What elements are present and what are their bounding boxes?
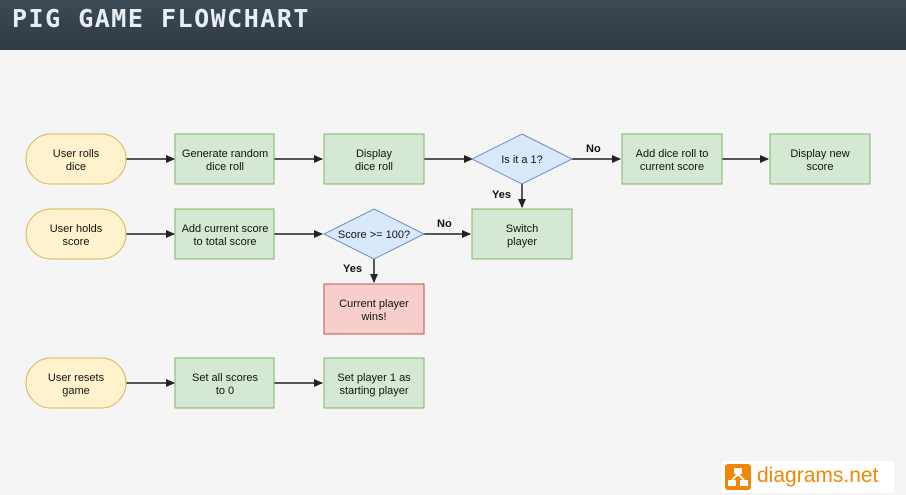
node-set-player-line-1: Set player 1 as [337, 372, 411, 384]
node-score-check-decision: Score >= 100? [322, 208, 426, 260]
node-set-player-line-2: starting player [339, 385, 408, 397]
diagrams-logo-icon [725, 464, 751, 490]
node-set-scores-line-1: Set all scores [192, 372, 259, 384]
edge-label-score-yes: Yes [343, 263, 362, 275]
header-bar: PIG GAME FLOWCHART [0, 0, 906, 50]
node-set-scores-line-2: to 0 [216, 385, 234, 397]
edge-label-isone-no: No [586, 143, 601, 155]
node-display-roll-line-2: dice roll [355, 161, 393, 173]
node-is-one-label: Is it a 1? [501, 154, 543, 166]
edge-label-score-no: No [437, 218, 452, 230]
node-display-score-line-2: score [807, 161, 834, 173]
node-user-resets-line-1: User resets [48, 372, 105, 384]
node-add-roll-line-1: Add dice roll to [636, 148, 709, 160]
node-user-resets-line-2: game [62, 385, 90, 397]
node-add-current-line-1: Add current score [182, 223, 269, 235]
node-user-holds-line-1: User holds [50, 223, 103, 235]
node-score-check-label: Score >= 100? [338, 229, 410, 241]
node-user-rolls-line-2: dice [66, 161, 86, 173]
page-title: PIG GAME FLOWCHART [12, 4, 310, 33]
node-switch-player-line-1: Switch [506, 223, 538, 235]
node-display-score-line-1: Display new [790, 148, 849, 160]
brand-badge[interactable]: diagrams.net [722, 461, 894, 493]
node-generate-roll-line-2: dice roll [206, 161, 244, 173]
edge-label-isone-yes: Yes [492, 189, 511, 201]
node-player-wins-line-2: wins! [360, 311, 386, 323]
node-switch-player-line-2: player [507, 236, 537, 248]
node-display-roll-line-1: Display [356, 148, 393, 160]
edges [126, 155, 769, 387]
node-add-roll-line-2: current score [640, 161, 704, 173]
node-generate-roll-line-1: Generate random [182, 148, 268, 160]
node-add-current-line-2: to total score [194, 236, 257, 248]
brand-name: diagrams.net [757, 464, 879, 487]
node-is-one-decision: Is it a 1? [470, 133, 574, 185]
node-user-rolls-line-1: User rolls [53, 148, 100, 160]
node-player-wins-line-1: Current player [339, 298, 409, 310]
node-user-holds-line-2: score [63, 236, 90, 248]
